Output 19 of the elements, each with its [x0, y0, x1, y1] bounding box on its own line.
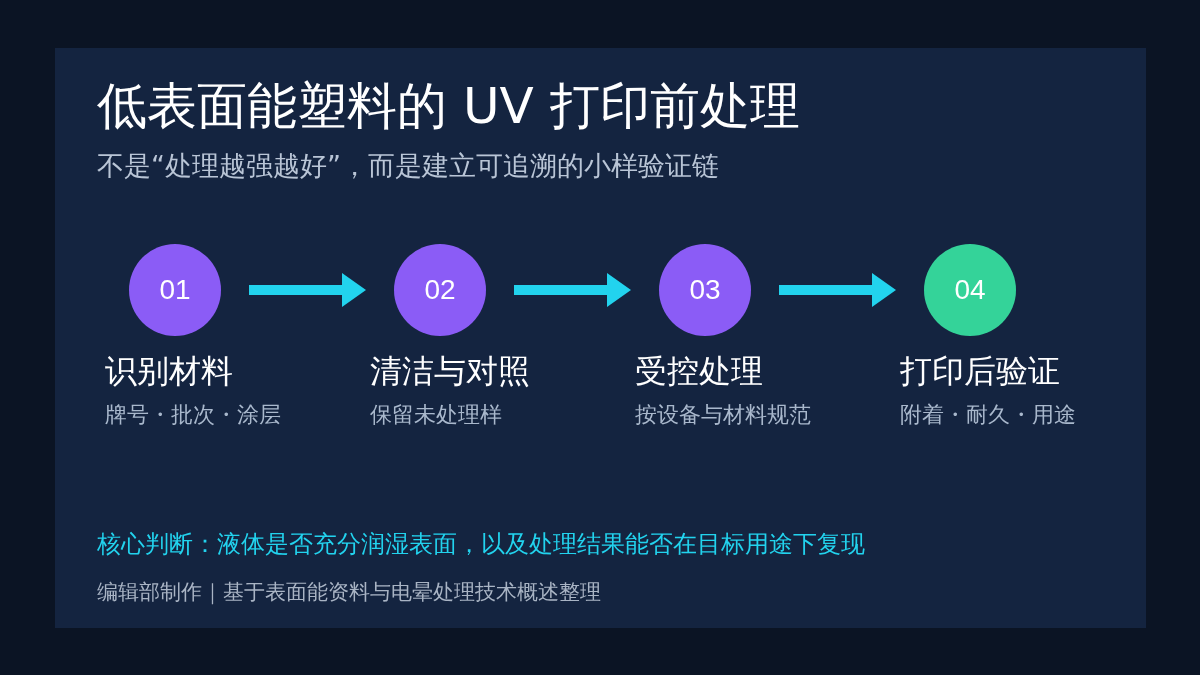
step-description: 牌号・批次・涂层	[105, 401, 281, 429]
step-number: 04	[954, 274, 986, 306]
arrow	[249, 273, 366, 307]
step-title: 受控处理	[635, 351, 763, 392]
step-number: 03	[689, 274, 721, 306]
key-statement: 核心判断：液体是否充分润湿表面，以及处理结果能否在目标用途下复现	[97, 529, 865, 560]
step-number: 01	[159, 274, 191, 306]
step-title: 清洁与对照	[370, 351, 530, 392]
step-title: 识别材料	[105, 351, 233, 392]
step-description: 保留未处理样	[370, 401, 502, 429]
source-note: 编辑部制作｜基于表面能资料与电晕处理技术概述整理	[97, 579, 601, 606]
step-description: 按设备与材料规范	[635, 401, 811, 429]
title: 低表面能塑料的 UV 打印前处理	[97, 76, 800, 136]
step-number: 02	[424, 274, 456, 306]
step-title: 打印后验证	[900, 351, 1060, 392]
arrow	[779, 273, 896, 307]
step-description: 附着・耐久・用途	[900, 401, 1076, 429]
arrow	[514, 273, 631, 307]
subtitle: 不是“处理越强越好”，而是建立可追溯的小样验证链	[97, 149, 719, 183]
